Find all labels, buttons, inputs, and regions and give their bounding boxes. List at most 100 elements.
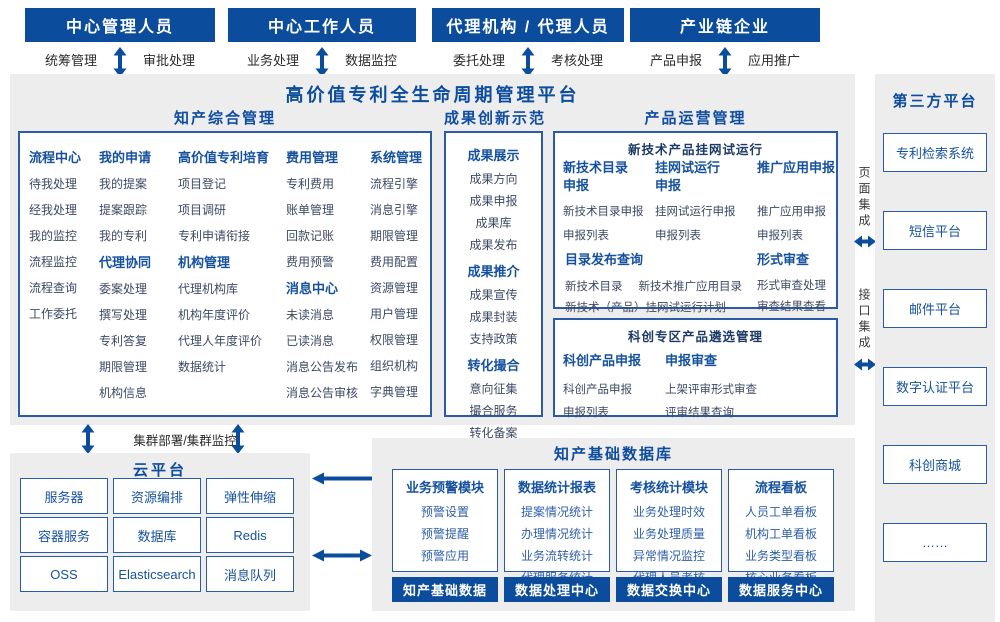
group-header: 流程看板 <box>754 480 807 495</box>
menu-item: 新技术目录申报 <box>563 206 644 218</box>
menu-item: 经我处理 <box>29 202 78 217</box>
menu-item: 业务处理质量 <box>632 526 705 541</box>
group-header: 消息中心 <box>286 281 339 296</box>
double-arrow-vertical-icon <box>521 47 535 77</box>
group-header: 科创产品申报 <box>563 353 642 368</box>
third-party-box: 科创商城 <box>883 445 987 484</box>
group-header: 高价值专利培育 <box>178 150 270 165</box>
page-integration-label: 页面集成 <box>857 166 871 230</box>
db-footer-bar: 知产基础数据 <box>392 577 498 602</box>
menu-column: 系统管理流程引擎消息引擎期限管理费用配置资源管理用户管理权限管理组织机构字典管理 <box>370 143 422 404</box>
menu-item: 提案跟踪 <box>99 202 148 217</box>
group-header: 转化撮合 <box>467 358 520 373</box>
third-party-box: 数字认证平台 <box>883 367 987 406</box>
menu-item: 消息引擎 <box>370 202 419 217</box>
menu-item: 我的提案 <box>99 176 148 191</box>
cloud-title: 云平台 <box>132 462 187 479</box>
group-header: 推广应用申报 <box>757 160 836 175</box>
role-actions: 委托处理 考核处理 <box>432 42 624 81</box>
group-header: 成果展示 <box>467 148 520 163</box>
cloud-service-box: 资源编排 <box>113 478 201 514</box>
menu-item: 成果封装 <box>469 309 518 324</box>
group-header: 挂网试运行 申报 <box>655 160 721 193</box>
menu-item: 专利费用 <box>286 176 335 191</box>
cloud-service-box: 容器服务 <box>20 517 108 553</box>
menu-item: 成果方向 <box>469 171 518 186</box>
third-party-box: 邮件平台 <box>883 289 987 328</box>
group-header: 申报审查 <box>665 353 718 368</box>
menu-column: 业务处理时效业务处理质量异常情况监控代理人员考核 <box>617 500 721 588</box>
menu-item: 业务类型看板 <box>744 548 817 563</box>
menu-item: 推广应用申报 <box>757 206 826 218</box>
role-actions: 产品申报 应用推广 <box>630 42 820 81</box>
menu-item: 待我处理 <box>29 176 78 191</box>
menu-item: 撰写处理 <box>99 307 148 322</box>
menu-item: 消息公告发布 <box>286 359 359 374</box>
menu-item: 机构年度评价 <box>178 307 251 322</box>
menu-item: 申报列表 <box>563 230 609 242</box>
menu-item: 意向征集 <box>469 381 518 396</box>
role-title: 中心工作人员 <box>228 8 416 42</box>
menu-item: 申报列表 <box>757 230 803 242</box>
menu-column: 推广应用申报推广应用申报申报列表 <box>757 159 835 247</box>
third-party-panel: 第三方平台 专利检索系统短信平台邮件平台数字认证平台科创商城…… <box>875 74 995 622</box>
menu-column: 挂网试运行 申报挂网试运行申报申报列表 <box>655 159 736 247</box>
group-header: 目录发布查询 <box>565 252 644 267</box>
group-header: 系统管理 <box>370 150 423 165</box>
menu-item: 流程引擎 <box>370 176 419 191</box>
menu-item: 资源管理 <box>370 280 419 295</box>
menu-column: 人员工单看板机构工单看板业务类型看板核心业务看板 <box>729 500 833 588</box>
cloud-service-box: 数据库 <box>113 517 201 553</box>
platform-title: 高价值专利全生命周期管理平台 <box>285 85 580 105</box>
role-group-center-staff: 中心工作人员 业务处理 数据监控 <box>228 8 416 81</box>
menu-item: 新技术（产品）挂网试运行计划 <box>565 301 726 314</box>
third-party-list: 专利检索系统短信平台邮件平台数字认证平台科创商城…… <box>883 133 987 562</box>
double-arrow-horizontal-icon <box>312 549 372 562</box>
double-arrow-vertical-icon <box>315 47 329 77</box>
menu-item: 委案处理 <box>99 281 148 296</box>
cloud-service-box: OSS <box>20 556 108 592</box>
menu-item: 预警提醒 <box>420 526 469 541</box>
menu-item: 专利答复 <box>99 333 148 348</box>
menu-item: 费用配置 <box>370 254 419 269</box>
group-header: 代理协同 <box>99 255 152 270</box>
role-action-label: 数据监控 <box>345 53 398 68</box>
section-title-innovation: 成果创新示范 <box>444 110 547 127</box>
menu-item: 流程查询 <box>29 280 78 295</box>
group-header: 业务预警模块 <box>405 480 484 495</box>
role-title: 代理机构 / 代理人员 <box>432 8 624 42</box>
role-action-label: 应用推广 <box>748 53 801 68</box>
role-group-center-managers: 中心管理人员 统筹管理 审批处理 <box>25 8 215 81</box>
role-action-label: 产品申报 <box>649 53 702 68</box>
menu-item: 字典管理 <box>370 384 419 399</box>
menu-item: 挂网试运行申报 <box>655 206 736 218</box>
database-title: 知产基础数据库 <box>553 446 673 463</box>
sub-box-title: 科创专区产品遴选管理 <box>627 330 763 344</box>
menu-item: 机构工单看板 <box>744 526 817 541</box>
menu-item: 业务处理时效 <box>632 504 705 519</box>
menu-column: 预警设置预警提醒预警应用 <box>393 500 497 566</box>
role-group-agencies: 代理机构 / 代理人员 委托处理 考核处理 <box>432 8 624 81</box>
menu-item: 支持政策 <box>469 331 518 346</box>
group-header: 机构管理 <box>178 255 231 270</box>
menu-item: 新技术推广应用目录 <box>638 280 743 293</box>
menu-item: 我的监控 <box>29 228 78 243</box>
menu-item: 组织机构 <box>370 358 419 373</box>
platform-panel: 高价值专利全生命周期管理平台 知产综合管理 流程中心待我处理经我处理我的监控流程… <box>10 74 855 440</box>
menu-item: 专利申请衔接 <box>178 228 251 243</box>
third-party-box: …… <box>883 523 987 562</box>
group-header: 费用管理 <box>286 150 339 165</box>
menu-item: 权限管理 <box>370 332 419 347</box>
menu-item: 工作委托 <box>29 306 78 321</box>
double-arrow-vertical-icon <box>113 47 127 77</box>
menu-item: 项目登记 <box>178 176 227 191</box>
cloud-service-box: Elasticsearch <box>113 556 201 592</box>
menu-item: 账单管理 <box>286 202 335 217</box>
menu-item: 新技术目录 <box>565 280 623 293</box>
menu-item: 我的专利 <box>99 228 148 243</box>
catalog-row: 新技术（产品）挂网试运行计划 <box>565 296 742 317</box>
role-title: 中心管理人员 <box>25 8 215 42</box>
third-party-title: 第三方平台 <box>892 93 978 110</box>
db-module-assessment: 考核统计模块 业务处理时效业务处理质量异常情况监控代理人员考核 <box>616 469 722 585</box>
